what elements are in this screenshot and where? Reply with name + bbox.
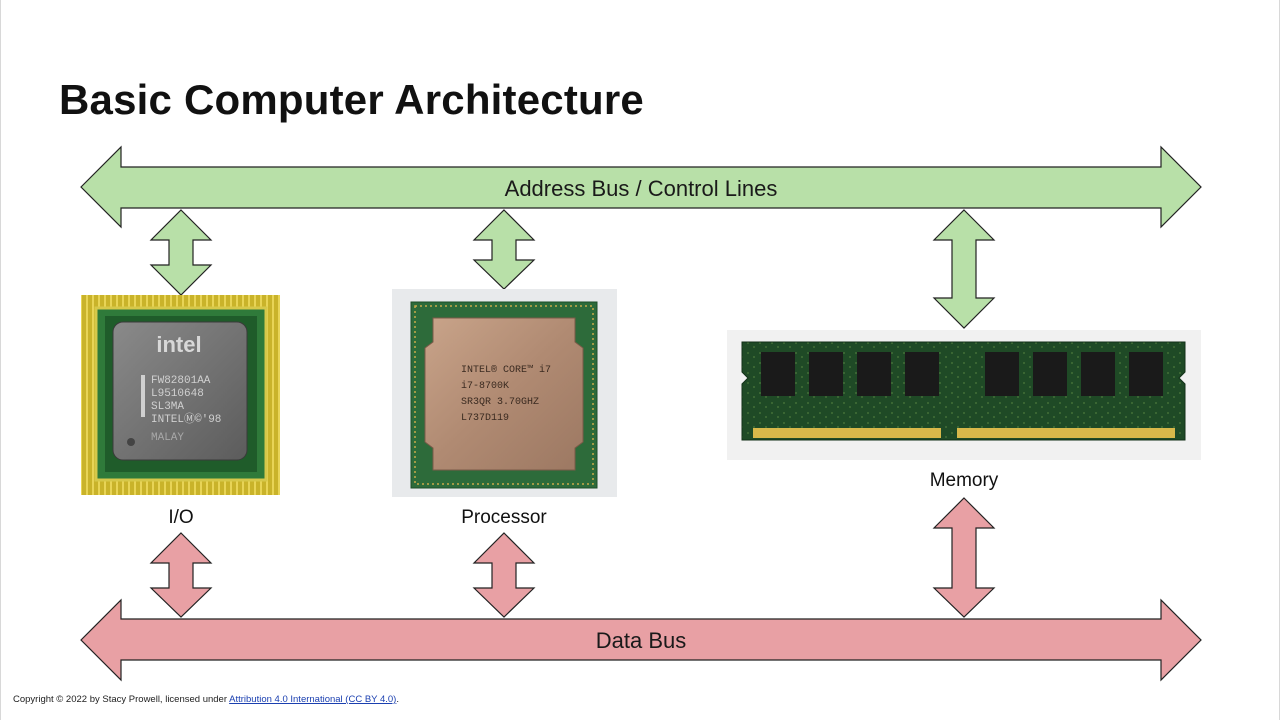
io-chip-line-4: INTELⓂ©'98 (151, 412, 221, 426)
io-chip-line-1: FW82801AA (151, 375, 211, 387)
processor-address-connector (472, 209, 536, 290)
io-label: I/O (168, 507, 193, 528)
cpu-line-3: SR3QR 3.70GHZ (461, 397, 539, 408)
processor-image: INTEL® CORE™ i7 i7-8700K SR3QR 3.70GHZ L… (392, 289, 617, 497)
io-chip-line-2: L9510648 (151, 388, 204, 400)
processor-label: Processor (461, 507, 547, 528)
address-bus-label: Address Bus / Control Lines (505, 176, 778, 201)
cpu-line-1: INTEL® CORE™ i7 (461, 364, 551, 376)
memory-data-connector (932, 497, 996, 618)
io-address-connector (149, 209, 213, 296)
io-chip-logo: intel (156, 332, 201, 357)
data-bus-arrow (80, 598, 1202, 682)
copyright-end: . (396, 694, 399, 705)
io-chip-image: intel FW82801AA L9510648 SL3MA INTELⓂ©'9… (81, 295, 280, 495)
io-data-connector (149, 532, 213, 618)
slide-title: Basic Computer Architecture (59, 76, 644, 123)
memory-chips (761, 352, 1163, 396)
io-chip-line-3: SL3MA (151, 401, 184, 413)
processor-data-connector (472, 532, 536, 618)
copyright-footer: Copyright © 2022 by Stacy Prowell, licen… (13, 694, 399, 705)
copyright-text: Copyright © 2022 by Stacy Prowell, licen… (13, 694, 230, 705)
address-bus-arrow (80, 145, 1202, 229)
memory-image (727, 330, 1201, 460)
memory-label: Memory (930, 470, 999, 491)
cpu-line-2: i7-8700K (461, 380, 509, 392)
cpu-line-4: L737D119 (461, 413, 509, 424)
memory-address-connector (932, 209, 996, 329)
io-chip-line-5: MALAY (151, 432, 184, 444)
data-bus-label: Data Bus (596, 628, 687, 653)
license-link[interactable]: Attribution 4.0 International (CC BY 4.0… (229, 694, 397, 705)
